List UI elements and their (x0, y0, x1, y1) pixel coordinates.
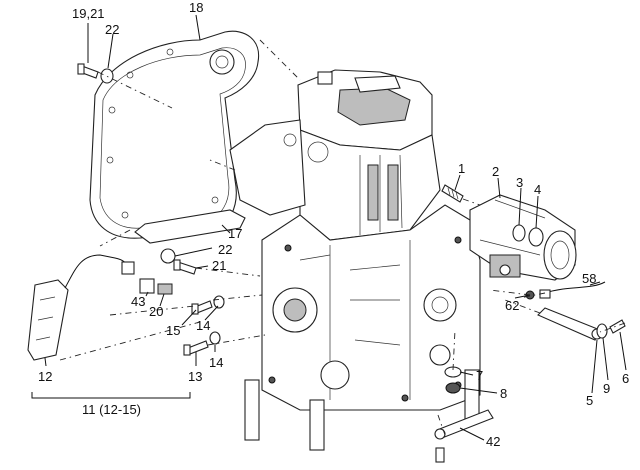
washer-14-lower (209, 331, 221, 345)
callout-18: 18 (189, 0, 203, 15)
callout-2: 2 (492, 164, 499, 179)
washer-3 (512, 224, 526, 242)
bolt-13 (183, 340, 209, 356)
callout-22-top: 22 (105, 22, 119, 37)
group-bracket (31, 392, 191, 399)
callout-19-21: 19,21 (72, 6, 105, 21)
washer-22-top (100, 68, 114, 84)
callout-62: 62 (505, 298, 519, 313)
callout-6: 6 (622, 371, 629, 386)
washer-8 (445, 382, 461, 394)
bolt-21 (173, 259, 197, 275)
cover-plate (134, 209, 246, 244)
washer-9 (596, 323, 608, 339)
callout-17: 17 (228, 226, 242, 241)
ground-strap-42 (434, 409, 494, 463)
bolt-19-21 (77, 63, 99, 79)
callout-22-lower: 22 (218, 242, 232, 257)
callout-14-upper: 14 (196, 318, 210, 333)
washer-4 (528, 227, 544, 247)
bolt-1 (441, 184, 464, 203)
flywheel-housing-plate (89, 30, 260, 239)
washer-14-upper (213, 295, 225, 309)
callout-13: 13 (188, 369, 202, 384)
bolt-15 (191, 300, 213, 315)
callout-42: 42 (486, 434, 500, 449)
callout-15: 15 (166, 323, 180, 338)
callout-9: 9 (603, 381, 610, 396)
callout-21: 21 (212, 258, 226, 273)
leader-lines (44, 14, 627, 441)
callout-14-lower: 14 (209, 355, 223, 370)
callout-20: 20 (149, 304, 163, 319)
bracket-5 (537, 307, 603, 341)
callout-43: 43 (131, 294, 145, 309)
assembly-lines (59, 39, 626, 436)
regulator-12 (27, 254, 135, 361)
callout-8: 8 (500, 386, 507, 401)
callout-5: 5 (586, 393, 593, 408)
bolt-6 (609, 319, 626, 334)
washer-22-lower (160, 248, 176, 264)
engine-block (229, 69, 481, 451)
callout-7: 7 (476, 368, 483, 383)
callout-1: 1 (458, 161, 465, 176)
callout-58: 58 (582, 271, 596, 286)
callout-labels: 19,21 22 18 17 22 21 43 20 15 14 14 13 1… (38, 0, 629, 449)
connector-43 (139, 278, 173, 295)
callout-group-11: 11 (12-15) (82, 402, 141, 417)
callout-3: 3 (516, 175, 523, 190)
cable-58 (544, 281, 606, 294)
callout-12: 12 (38, 369, 52, 384)
callout-4: 4 (534, 182, 541, 197)
